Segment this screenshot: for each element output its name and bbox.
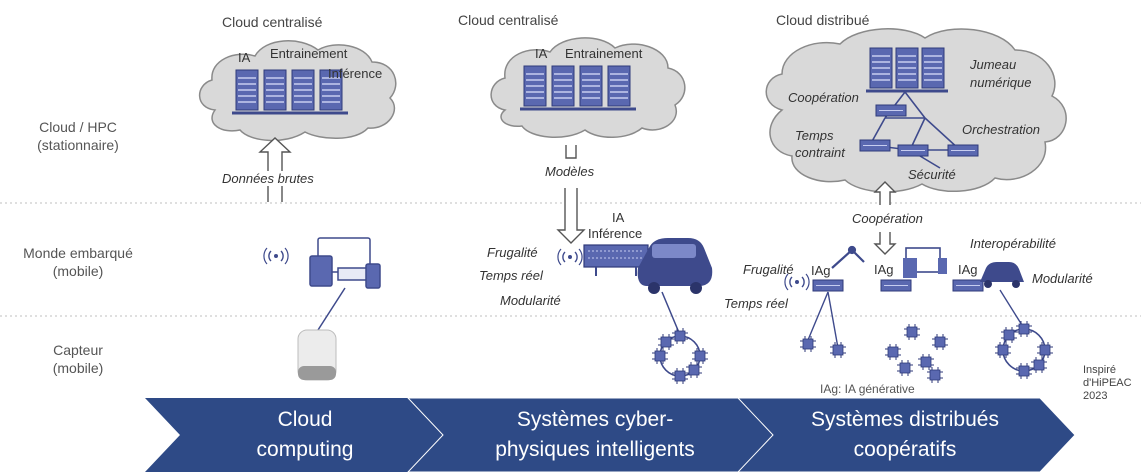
device-unit-col3-3 (952, 279, 984, 292)
stage-chevron-1 (145, 398, 445, 472)
label-securite: Sécurité (908, 167, 956, 182)
label-modularite-col2: Modularité (500, 293, 561, 308)
label-jumeau: Jumeau numérique (970, 56, 1031, 92)
stage-label-1-line2: computing (256, 438, 354, 461)
server-rack-1 (232, 69, 348, 115)
cloud-title-3: Cloud distribué (776, 12, 870, 28)
arrow-up-col1 (258, 137, 292, 202)
robot-arm-icon (831, 245, 865, 269)
arrow-label-col3: Coopération (850, 211, 925, 226)
stage-banner (145, 397, 1076, 472)
arrow-label-col1: Données brutes (220, 171, 316, 186)
cloud-shape-3 (765, 28, 1067, 193)
server-rack-2 (520, 65, 636, 111)
chip-cluster-col3 (884, 323, 949, 384)
label-iag-1: IAg (811, 263, 831, 278)
devices-col1 (309, 237, 381, 331)
row-label-cloud: Cloud / HPC (stationnaire) (8, 118, 148, 154)
stage-label-1-line1: Cloud (277, 408, 333, 431)
label-entrainement-col2: Entrainement (565, 46, 643, 61)
label-device-ia-col2: IA (612, 210, 625, 225)
arrow-label-col2: Modèles (543, 164, 597, 179)
label-temps-contraint-line1: Temps (795, 128, 834, 143)
stage-label-3-line2: coopératifs (853, 438, 957, 461)
chip-ring-col3 (994, 320, 1054, 380)
row-label-sensor-line2: (mobile) (52, 360, 104, 376)
label-modularite-col3: Modularité (1032, 271, 1093, 286)
label-ia-col2: IA (535, 46, 548, 61)
stage-label-2-line2: physiques intelligents (495, 438, 695, 461)
smart-speaker-icon (297, 329, 337, 381)
row-label-sensor: Capteur (mobile) (8, 341, 148, 377)
label-frugalite-col3: Frugalité (743, 262, 794, 277)
label-frugalite-col2: Frugalité (487, 245, 538, 260)
cloud-title-2: Cloud centralisé (458, 12, 559, 28)
device-unit-col3-1 (812, 279, 844, 292)
label-iag-note: IAg: IA générative (820, 382, 915, 396)
label-temps-contraint: Temps contraint (795, 127, 845, 161)
stage-label-2: Systèmes cyber- physiques intelligents (450, 405, 740, 465)
stage-label-3: Systèmes distribués coopératifs (770, 405, 1040, 465)
server-rack-3 (866, 47, 948, 93)
label-temps-reel-col2: Temps réel (479, 268, 543, 283)
row-label-cloud-line2: (stationnaire) (37, 137, 119, 153)
car-icon-col2 (637, 238, 713, 294)
credit-line2: d'HiPEAC (1083, 377, 1132, 389)
arrow-updown-col3 (873, 181, 897, 255)
label-entrainement-col1: Entrainement (270, 46, 348, 61)
cloud-title-1: Cloud centralisé (222, 14, 323, 30)
credit-note: Inspiré d'HiPEAC 2023 (1083, 364, 1132, 403)
row-label-embedded-line2: (mobile) (52, 263, 104, 279)
arrow-down-col2 (556, 145, 586, 244)
wifi-icon-col2 (557, 248, 583, 266)
car-icon-col3 (980, 262, 1024, 288)
credit-line3: 2023 (1083, 390, 1108, 402)
label-jumeau-line1: Jumeau (970, 57, 1017, 72)
embedded-board-icon (583, 244, 649, 276)
label-iag-3: IAg (958, 262, 978, 277)
wifi-icon-col1 (263, 247, 289, 265)
label-temps-contraint-line2: contraint (795, 145, 845, 160)
row-label-sensor-line1: Capteur (53, 342, 103, 358)
chip-ring-col2 (651, 327, 709, 385)
stage-label-3-line1: Systèmes distribués (811, 408, 999, 431)
label-orchestration: Orchestration (962, 122, 1041, 137)
credit-line1: Inspiré (1083, 364, 1117, 376)
row-label-embedded: Monde embarqué (mobile) (8, 244, 148, 280)
label-iag-2: IAg (874, 262, 894, 277)
label-temps-reel-col3: Temps réel (724, 296, 788, 311)
label-device-inference-col2: Inférence (588, 226, 643, 241)
label-cooperation-cloud: Coopération (788, 90, 859, 105)
label-interop: Interopérabilité (970, 236, 1056, 251)
link-col2 (661, 291, 681, 336)
row-label-cloud-line1: Cloud / HPC (39, 119, 117, 135)
label-ia-col1: IA (238, 50, 251, 65)
stage-chevron-3 (736, 397, 1076, 472)
device-unit-col3-2 (880, 279, 912, 292)
links-col3 (807, 289, 1026, 349)
monitor-icon-col3 (903, 247, 947, 278)
stage-label-2-line1: Systèmes cyber- (516, 408, 674, 431)
label-jumeau-line2: numérique (970, 75, 1032, 90)
row-label-embedded-line1: Monde embarqué (23, 245, 133, 261)
label-inference-col1: Inférence (328, 66, 383, 81)
stage-label-1: Cloud computing (200, 405, 410, 465)
